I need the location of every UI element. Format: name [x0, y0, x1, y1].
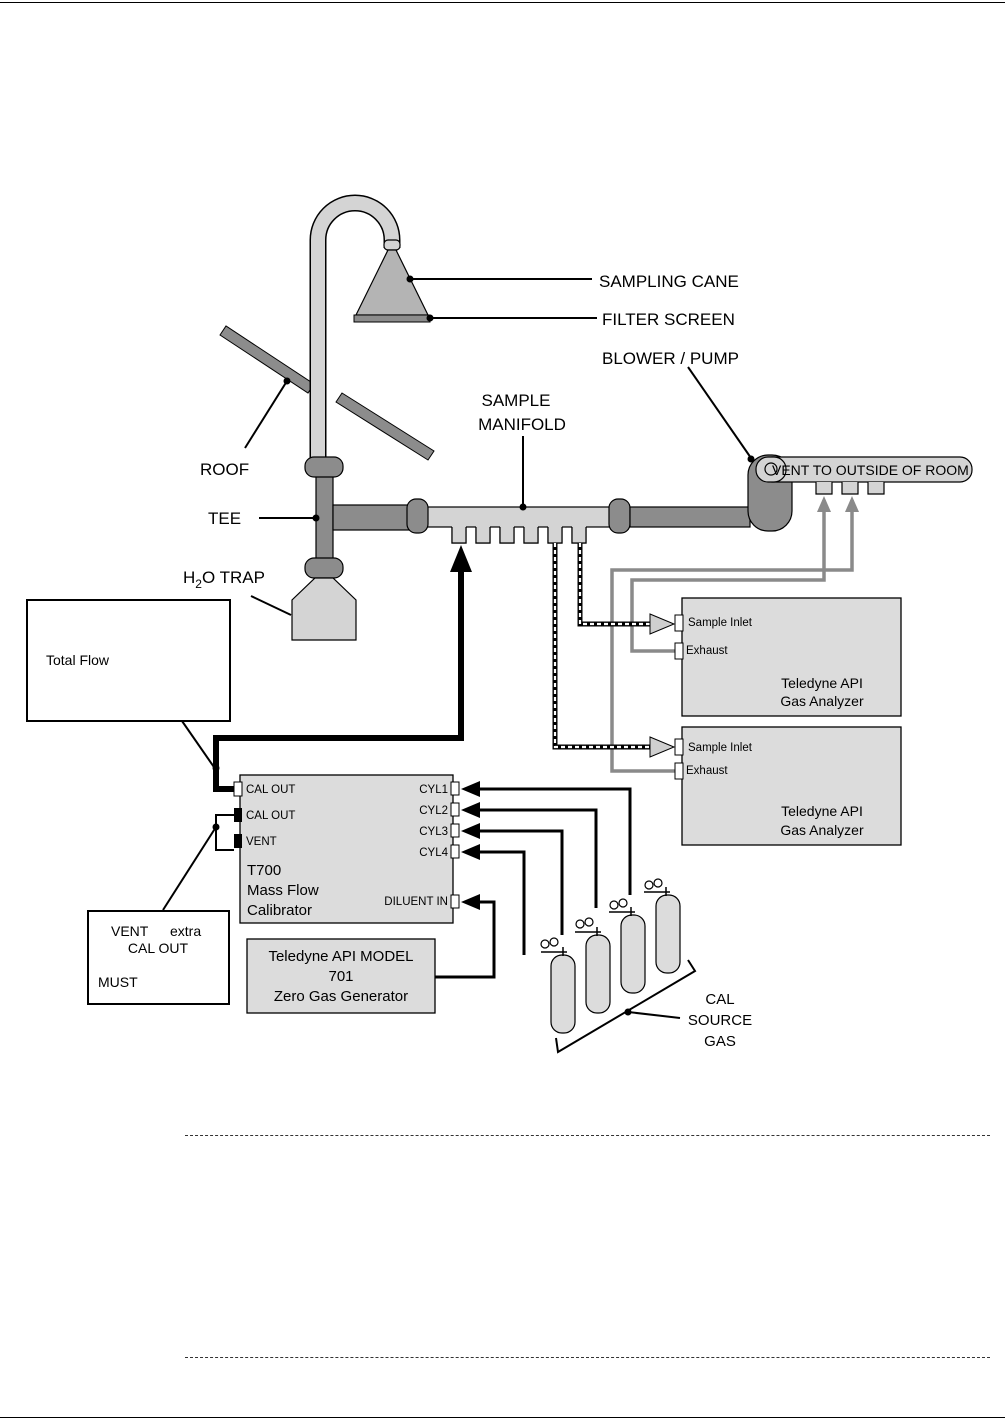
cyl4-line	[476, 850, 526, 955]
analyzer-2-name-1: Teledyne API	[781, 803, 863, 819]
gas-analyzer-1	[681, 597, 902, 717]
analyzer-1-exhaust: Exhaust	[686, 645, 728, 657]
filter-screen	[353, 314, 431, 323]
label-sample: SAMPLE	[482, 391, 551, 410]
zero-gas-line-1: Teledyne API MODEL	[268, 948, 413, 965]
label-cal-source-2: SOURCE	[688, 1012, 752, 1029]
gas-cylinder-3	[609, 898, 646, 994]
calibrator-name-3: Calibrator	[247, 902, 312, 919]
h2o-trap	[291, 577, 357, 641]
analyzer-1-sample-inlet: Sample Inlet	[688, 617, 753, 629]
analyzer-2-name-2: Gas Analyzer	[780, 822, 864, 838]
cyl3-line	[476, 829, 564, 935]
analyzer-2-exhaust: Exhaust	[686, 765, 728, 777]
calibrator-name-2: Mass Flow	[247, 882, 319, 899]
label-blower-pump: BLOWER / PUMP	[602, 349, 739, 368]
sample-line-1	[577, 543, 660, 627]
calibrator-name-1: T700	[247, 862, 281, 879]
sampling-system-diagram: SAMPLING CANE FILTER SCREEN BLOWER / PUM…	[26, 194, 973, 1054]
vent-note-line-1a: VENT	[111, 923, 149, 939]
roof-panel-left	[219, 325, 315, 394]
label-tee: TEE	[208, 509, 241, 528]
label-filter-screen: FILTER SCREEN	[602, 310, 735, 329]
exhaust-line-2	[610, 500, 854, 773]
label-sampling-cane: SAMPLING CANE	[599, 272, 739, 291]
note-divider-top	[185, 1135, 990, 1136]
label-vent-outside: VENT TO OUTSIDE OF ROOM	[772, 462, 969, 478]
vent-note-line-2: CAL OUT	[128, 940, 189, 956]
cal-port-cal-out-2: CAL OUT	[246, 810, 295, 822]
sampling-cane-funnel	[355, 249, 429, 316]
gas-cylinder-4	[644, 878, 681, 974]
zero-gas-line-2: 701	[328, 968, 353, 985]
cyl1-line	[476, 787, 632, 895]
zero-gas-generator	[246, 938, 436, 1014]
cal-port-cyl1: CYL1	[419, 784, 448, 796]
cal-out-line	[213, 560, 464, 792]
sample-line-2	[552, 543, 660, 750]
note-divider-bottom	[185, 1357, 990, 1358]
gas-cylinder-1	[540, 937, 576, 1034]
label-roof: ROOF	[200, 460, 249, 479]
cal-port-diluent: DILUENT IN	[384, 896, 448, 908]
cal-port-cyl2: CYL2	[419, 805, 448, 817]
analyzer-1-name-1: Teledyne API	[781, 675, 863, 691]
vent-note-line-3: MUST	[98, 974, 138, 990]
total-flow-box	[26, 599, 231, 722]
vent-note-box	[87, 910, 230, 1005]
cal-port-cyl4: CYL4	[419, 847, 448, 859]
cyl2-line	[476, 808, 598, 908]
tee-fitting	[332, 504, 414, 531]
gas-cylinder-2	[575, 917, 611, 1014]
page-bottom-rule	[0, 1417, 1005, 1418]
cal-port-cal-out-1: CAL OUT	[246, 784, 295, 796]
sample-manifold	[424, 506, 611, 528]
vent-note-line-1b: extra	[170, 923, 201, 939]
analyzer-1-name-2: Gas Analyzer	[780, 693, 864, 709]
analyzer-2-sample-inlet: Sample Inlet	[688, 742, 753, 754]
label-cal-source: CAL	[705, 991, 734, 1008]
zero-gas-line-3: Zero Gas Generator	[274, 988, 408, 1005]
label-cal-source-3: GAS	[704, 1033, 736, 1050]
cal-port-cyl3: CYL3	[419, 826, 448, 838]
roof-panel-right	[335, 392, 435, 461]
gas-analyzer-2	[681, 726, 902, 846]
total-flow-label: Total Flow	[46, 652, 110, 668]
label-manifold: MANIFOLD	[478, 415, 566, 434]
exhaust-line-1	[630, 500, 826, 653]
label-h2o-trap: H2O TRAP	[183, 568, 265, 591]
page-top-rule	[0, 2, 1005, 3]
diluent-line	[435, 900, 496, 979]
cal-port-vent: VENT	[246, 836, 277, 848]
